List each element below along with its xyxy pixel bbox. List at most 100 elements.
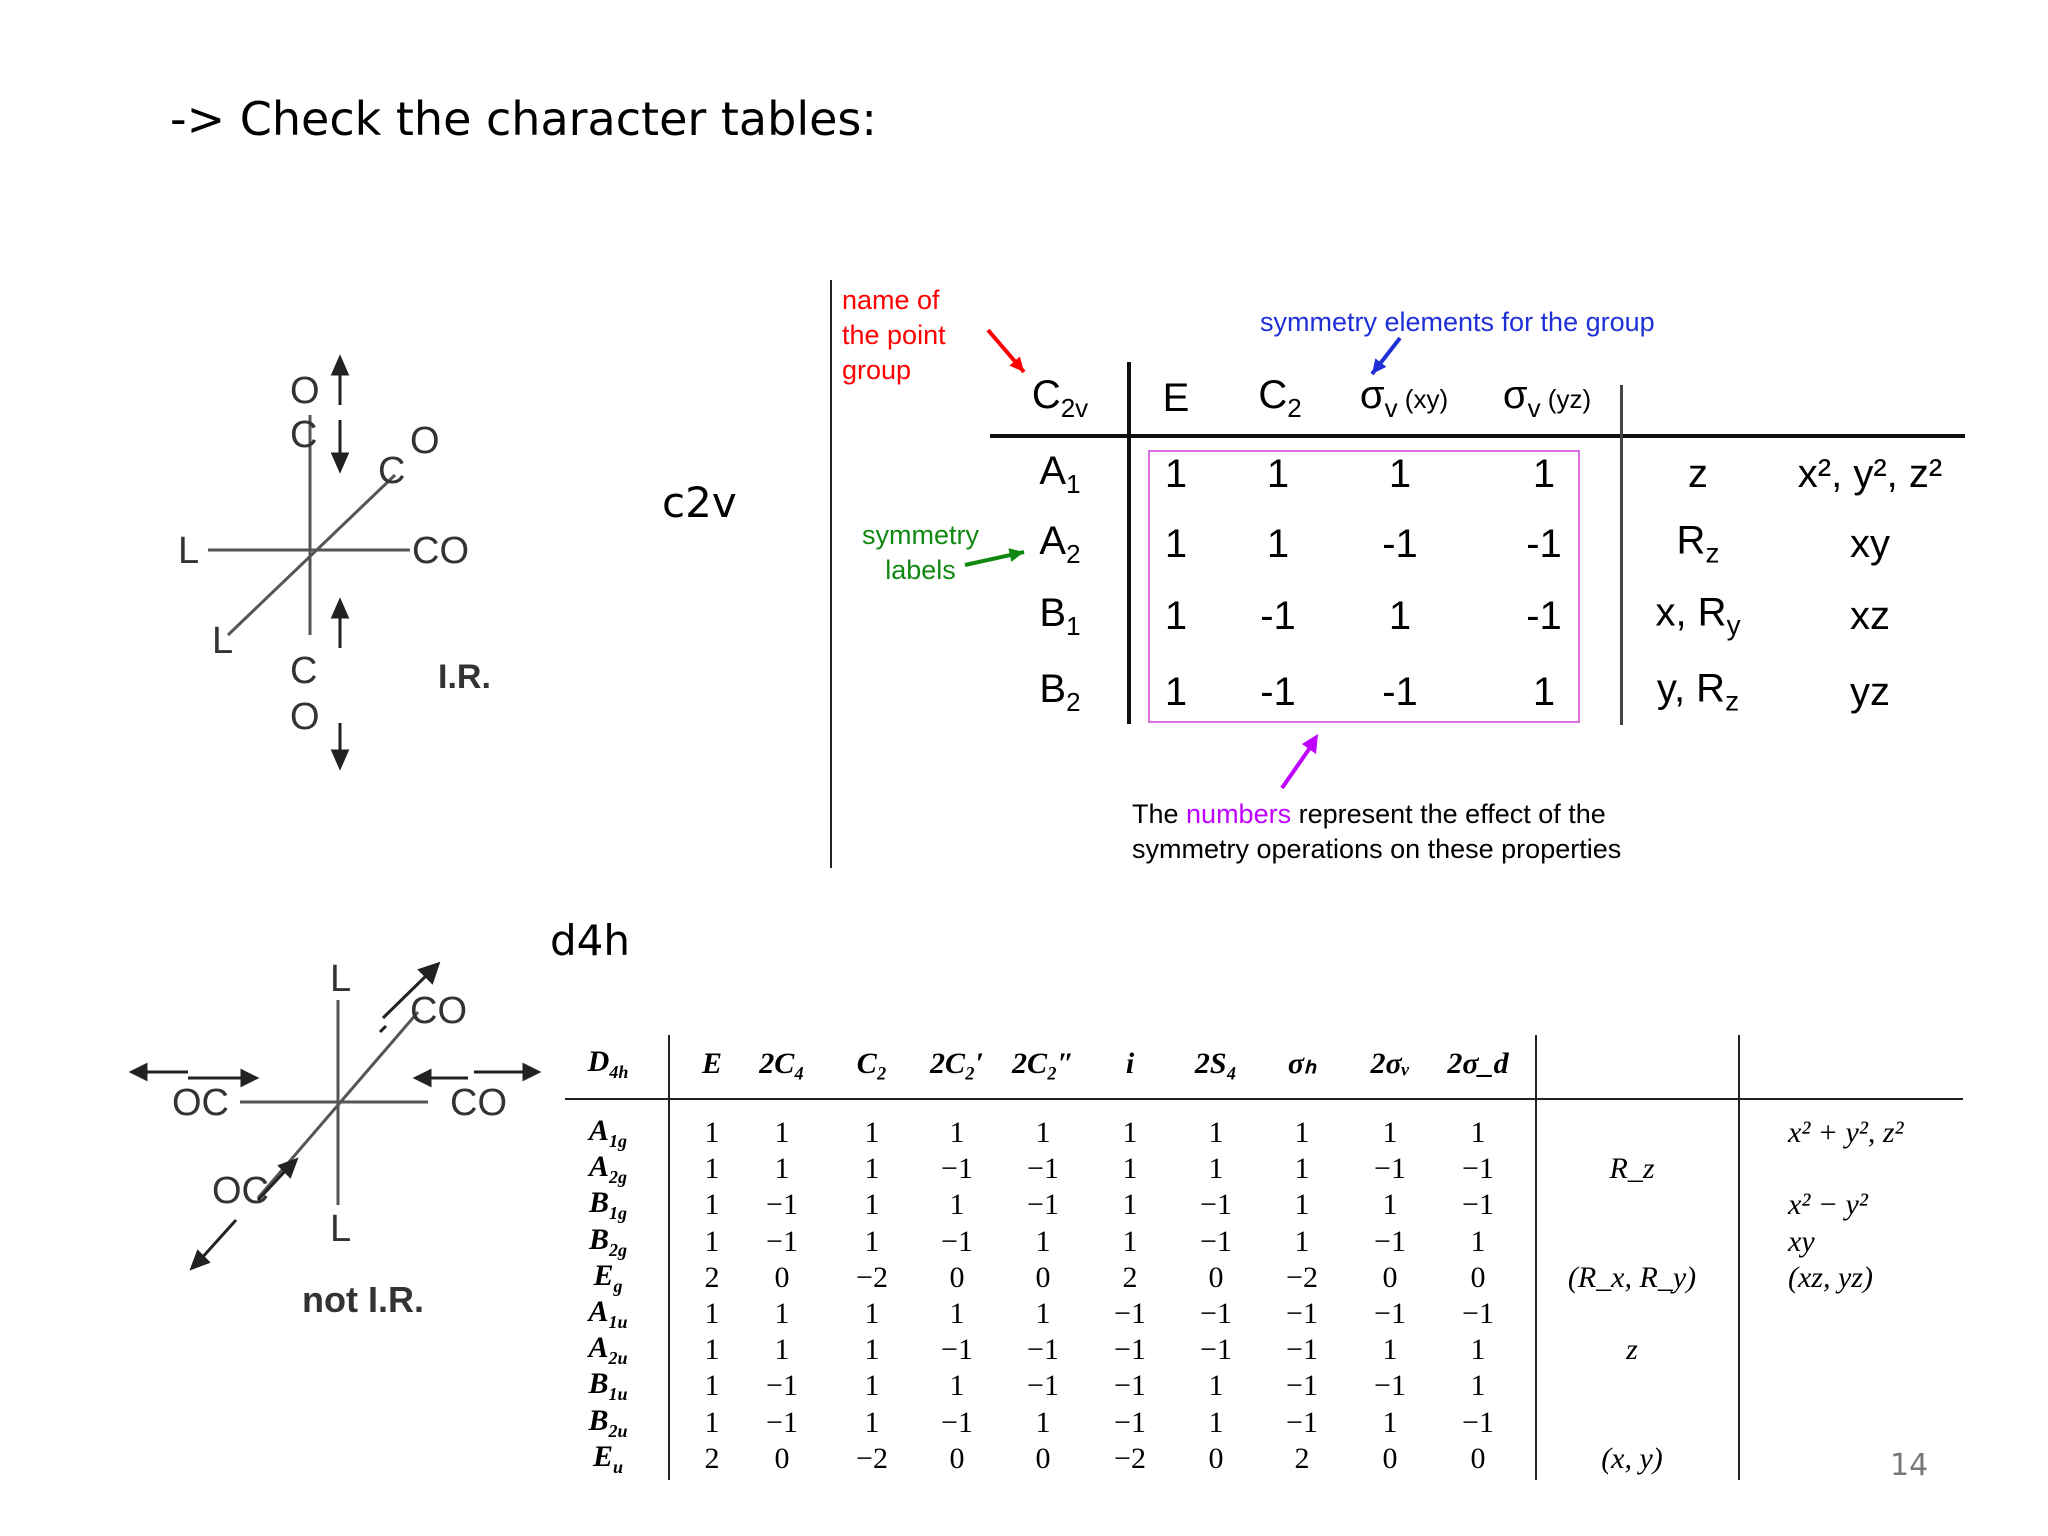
c2v-linear-text-sub: z bbox=[1725, 685, 1740, 717]
d4h-character-value: −1 bbox=[1462, 1405, 1494, 1439]
d4h-character-value: 1 bbox=[704, 1333, 720, 1367]
d4h-character-value: −1 bbox=[766, 1369, 798, 1403]
d4h-basis-rule-1 bbox=[1535, 1035, 1537, 1480]
d4h-atom-co-right: CO bbox=[450, 1082, 507, 1124]
c2v-atom-o-top: O bbox=[290, 370, 320, 412]
d4h-row-label-sub: 2g bbox=[609, 1167, 628, 1188]
d4h-character-value: 1 bbox=[774, 1297, 790, 1330]
d4h-character-value: 1 bbox=[774, 1333, 790, 1367]
d4h-row-label: B2u bbox=[588, 1403, 628, 1441]
d4h-group-symbol: D4h bbox=[587, 1045, 629, 1082]
d4h-character-value: 1 bbox=[704, 1116, 720, 1149]
c2v-header-cell: σv (xy) bbox=[1360, 375, 1448, 421]
d4h-character-value: 1 bbox=[1382, 1405, 1398, 1439]
d4h-character-value: −1 bbox=[1374, 1297, 1406, 1330]
c2v-ir-caption: I.R. bbox=[438, 658, 491, 696]
d4h-row-label-sub: 1g bbox=[609, 1131, 628, 1151]
c2v-atom-l-lower: L bbox=[212, 620, 234, 662]
d4h-row-label: B2g bbox=[589, 1224, 627, 1259]
c2v-row-label-sub: 2 bbox=[1066, 539, 1081, 569]
c2v-header-rule bbox=[990, 434, 1965, 438]
d4h-character-value: −1 bbox=[941, 1333, 973, 1367]
c2v-linear-function: x, Ry bbox=[1655, 593, 1740, 640]
c2v-linear-text-text: R bbox=[1676, 518, 1706, 563]
d4h-character-value: −1 bbox=[1200, 1188, 1232, 1222]
d4h-character-value: −1 bbox=[1200, 1333, 1232, 1367]
d4h-character-value: 1 bbox=[704, 1297, 720, 1330]
d4h-character-value: −1 bbox=[1027, 1333, 1059, 1367]
c2v-row-label: A2 bbox=[1039, 521, 1080, 567]
c2v-header-sub: v bbox=[1384, 393, 1398, 423]
c2v-linear-text-text: x, R bbox=[1655, 590, 1727, 635]
d4h-row-label-main: B bbox=[588, 1403, 609, 1437]
d4h-character-value: 1 bbox=[1208, 1152, 1224, 1186]
c2v-linear-text-text: y, R bbox=[1656, 666, 1726, 711]
d4h-character-value: 1 bbox=[1382, 1188, 1398, 1222]
d4h-row-label-sub: 2u bbox=[608, 1420, 628, 1441]
d4h-character-value: 1 bbox=[1294, 1224, 1310, 1258]
c2v-character-value: 1 bbox=[1164, 594, 1188, 638]
d4h-header-cell: 2σᵥ bbox=[1370, 1047, 1410, 1080]
d4h-row-label: B1u bbox=[588, 1369, 628, 1405]
vertical-divider bbox=[830, 280, 832, 868]
c2v-atom-o-diag: O bbox=[410, 420, 440, 462]
d4h-header-cell: 2C₄ bbox=[759, 1047, 805, 1080]
c2v-linear-text: y, Rz bbox=[1656, 666, 1739, 716]
d4h-character-value: 1 bbox=[949, 1188, 965, 1222]
d4h-header-cell: i bbox=[1125, 1047, 1135, 1080]
d4h-atom-oc-left: OC bbox=[172, 1082, 229, 1124]
c2v-row-label-main: B bbox=[1039, 591, 1067, 635]
d4h-character-value: 1 bbox=[1470, 1224, 1486, 1258]
c2v-character-value: -1 bbox=[1260, 670, 1296, 714]
d4h-character-value: 1 bbox=[704, 1224, 720, 1258]
d4h-character-value: −1 bbox=[1027, 1369, 1059, 1403]
d4h-quadratic-function: (xz, yz) bbox=[1788, 1260, 1873, 1294]
d4h-character-value: 1 bbox=[1294, 1152, 1310, 1186]
d4h-character-value: 1 bbox=[1035, 1116, 1051, 1149]
d4h-row-label: A2g bbox=[588, 1150, 628, 1188]
d4h-row-label-main: E bbox=[592, 1439, 613, 1473]
d4h-character-value: −1 bbox=[1027, 1152, 1059, 1186]
c2v-quadratic-function: xz bbox=[1850, 594, 1890, 638]
d4h-row-label: A1g bbox=[589, 1116, 628, 1151]
d4h-character-value: −1 bbox=[1114, 1297, 1146, 1330]
d4h-molecule-diagram bbox=[128, 961, 542, 1271]
c2v-row-label-main: A bbox=[1039, 449, 1067, 493]
d4h-linear-function: R_z bbox=[1609, 1152, 1655, 1186]
d4h-character-value: 0 bbox=[1470, 1441, 1486, 1475]
page-number: 14 bbox=[1890, 1448, 1929, 1483]
c2v-quadratic-function: xy bbox=[1850, 522, 1890, 566]
d4h-row-label: Eg bbox=[593, 1260, 623, 1296]
arrow-point-group-name bbox=[986, 328, 1026, 374]
d4h-row-label-main: A bbox=[588, 1331, 609, 1365]
d4h-character-value: 2 bbox=[1122, 1260, 1138, 1294]
c2v-row-label-main: A bbox=[1039, 519, 1067, 563]
d4h-character-value: −1 bbox=[941, 1405, 973, 1439]
d4h-row-label-sub: g bbox=[613, 1275, 623, 1296]
d4h-header-cell: E bbox=[701, 1047, 723, 1080]
d4h-character-value: 1 bbox=[704, 1188, 720, 1222]
d4h-atom-oc-lower: OC bbox=[212, 1170, 269, 1212]
d4h-header-cell: σₕ bbox=[1287, 1047, 1317, 1080]
c2v-atom-co-right: CO bbox=[412, 530, 469, 572]
c2v-character-value: 1 bbox=[1266, 522, 1290, 566]
d4h-row-label-main: A bbox=[588, 1150, 610, 1184]
c2v-row-label-main: B bbox=[1039, 667, 1067, 711]
d4h-character-value: 0 bbox=[1035, 1260, 1051, 1294]
c2v-linear-function: Rz bbox=[1677, 521, 1720, 568]
d4h-character-value: 0 bbox=[1208, 1441, 1224, 1475]
d4h-character-value: 1 bbox=[1035, 1224, 1051, 1258]
c2v-character-value: -1 bbox=[1526, 594, 1562, 638]
d4h-character-value: 1 bbox=[864, 1152, 880, 1186]
c2v-header-main: E bbox=[1162, 376, 1190, 420]
d4h-character-value: 1 bbox=[1122, 1188, 1138, 1222]
d4h-character-value: 1 bbox=[1470, 1333, 1486, 1367]
c2v-row-label: B2 bbox=[1039, 669, 1080, 715]
d4h-atom-l-top: L bbox=[330, 958, 352, 1000]
d4h-character-value: −1 bbox=[1027, 1188, 1059, 1222]
d4h-character-value: 1 bbox=[1294, 1188, 1310, 1222]
d4h-row-label-sub: 1u bbox=[608, 1384, 628, 1405]
d4h-linear-function: (R_x, R_y) bbox=[1567, 1260, 1697, 1294]
d4h-character-value: −2 bbox=[1114, 1441, 1146, 1475]
